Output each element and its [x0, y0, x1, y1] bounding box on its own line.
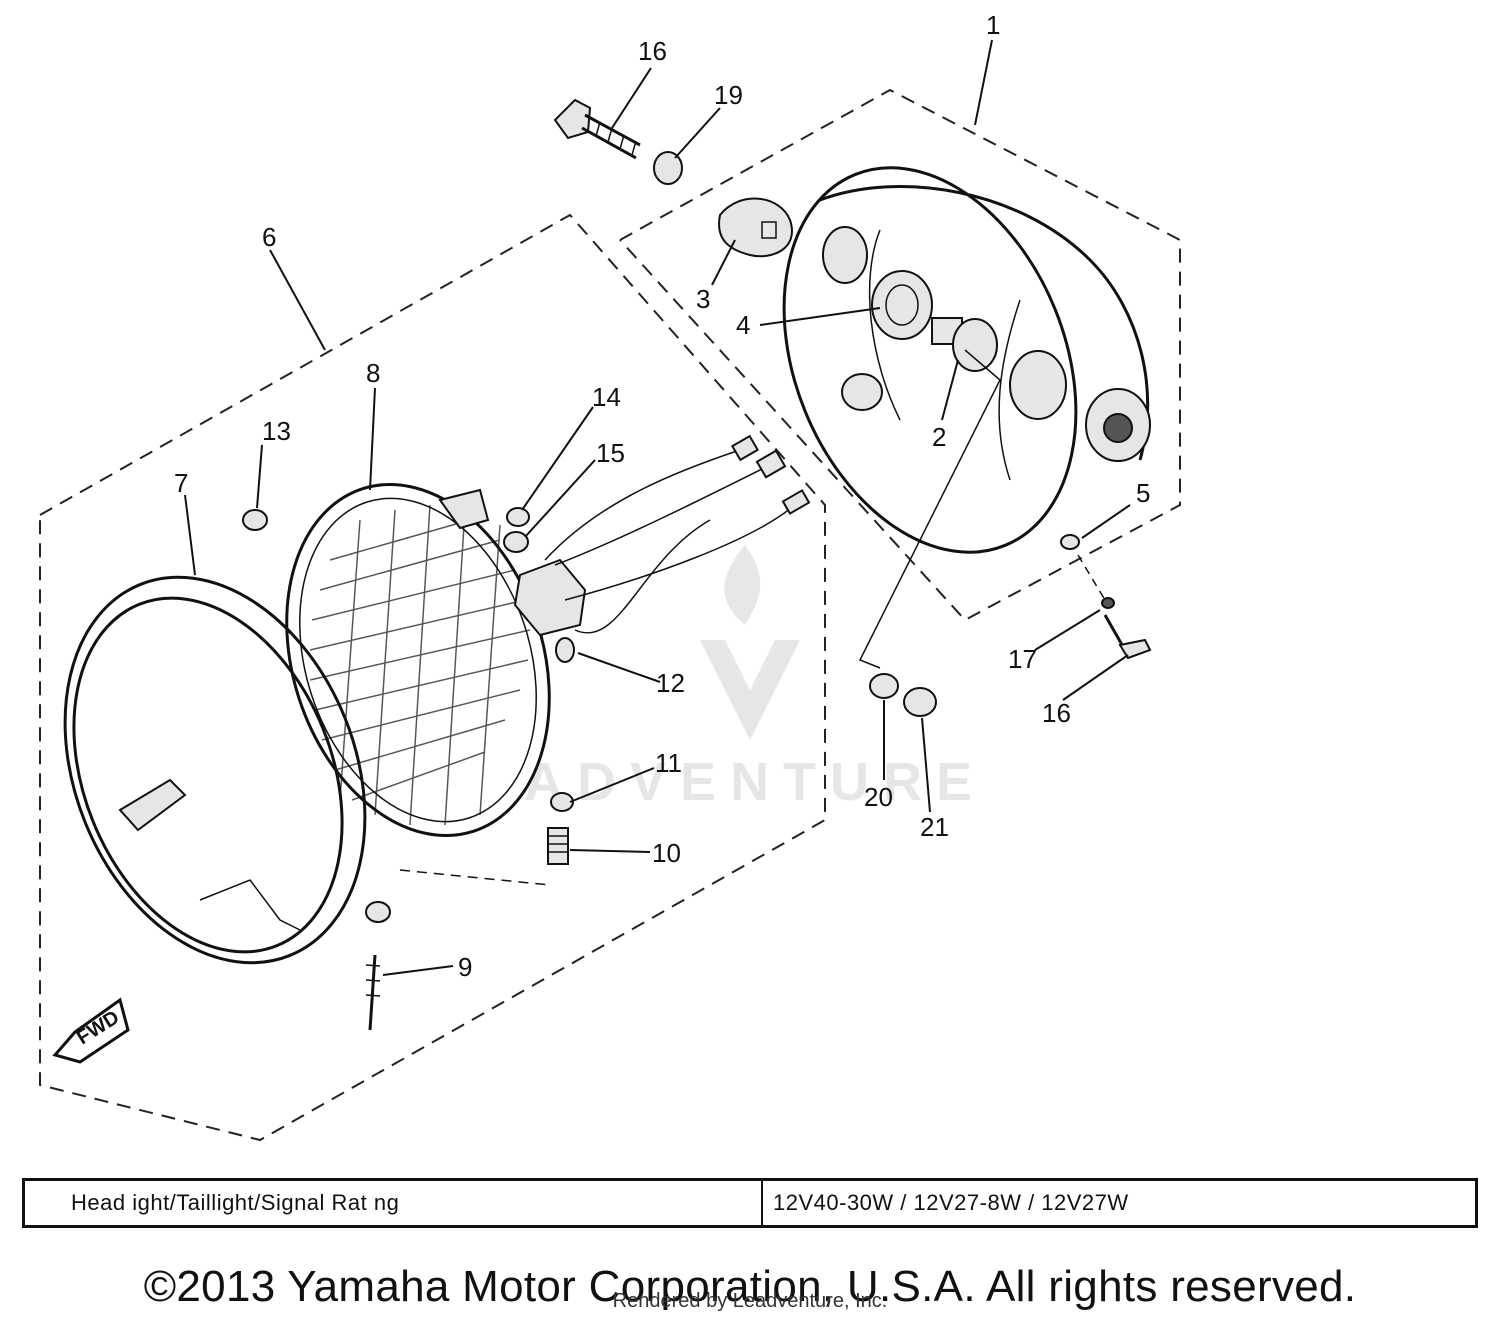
callout-17: 17	[1008, 644, 1037, 674]
part-9-screw	[365, 901, 391, 1031]
part-18-bolt	[553, 98, 641, 160]
callout-7: 7	[174, 468, 188, 498]
fwd-label: FWD	[73, 1006, 123, 1049]
callout-12: 12	[656, 668, 685, 698]
part-20-washer	[869, 673, 899, 699]
part-21-nut	[903, 687, 937, 717]
callout-1: 1	[986, 10, 1000, 40]
callout-16: 16	[1042, 698, 1071, 728]
part-2-socket	[931, 317, 998, 372]
callout-9: 9	[458, 952, 472, 982]
rendered-by-credit: Rendered by Leadventure, Inc.	[612, 1290, 888, 1312]
leadventure-watermark: ADVENTURE	[524, 545, 986, 812]
part-3-grommet	[718, 197, 793, 258]
part-16-bolt	[1101, 597, 1152, 660]
callout-16-top: 16	[638, 36, 667, 66]
part-11-nut	[550, 792, 574, 812]
headlight-rim	[63, 575, 367, 965]
watermark-text: ADVENTURE	[524, 752, 986, 812]
callout-21: 21	[920, 812, 949, 842]
sealed-beam-unit	[285, 483, 551, 837]
group-outline-headlight-unit	[39, 213, 826, 1142]
callout-2: 2	[932, 422, 946, 452]
leader-lines	[184, 39, 1131, 976]
callout-14: 14	[592, 382, 621, 412]
part-19-washer	[653, 151, 683, 185]
callout-8: 8	[366, 358, 380, 388]
callout-20: 20	[864, 782, 893, 812]
group-outline-housing	[619, 88, 1181, 622]
callout-3: 3	[696, 284, 710, 314]
callout-19: 19	[714, 80, 743, 110]
callout-11: 11	[655, 748, 682, 778]
callout-4: 4	[736, 310, 750, 340]
fwd-arrow: FWD	[52, 997, 130, 1064]
part-12-spring	[555, 637, 575, 663]
part-15-nut	[503, 531, 529, 553]
callout-numbers: 1 2 3 4 5 6 7 8 9 10 11 12 13 14 15 16 1…	[174, 10, 1150, 982]
callout-5: 5	[1136, 478, 1150, 508]
part-14-washer	[506, 507, 530, 527]
rating-value: 12V40-30W / 12V27-8W / 12V27W	[773, 1190, 1129, 1215]
part-10-spring	[547, 827, 569, 865]
callout-6: 6	[262, 222, 276, 252]
rating-label: Head ight/Taillight/Signal Rat ng	[25, 1181, 763, 1225]
headlight-exploded-diagram: ADVENTURE	[39, 10, 1181, 1142]
copyright-notice: ©2013 Yamaha Motor Corporation, U.S.A. A…	[143, 1262, 1357, 1311]
callout-13: 13	[262, 416, 291, 446]
callout-15: 15	[596, 438, 625, 468]
wiring-connector	[513, 434, 811, 637]
rating-table: Head ight/Taillight/Signal Rat ng 12V40-…	[22, 1178, 1478, 1228]
part-13-screw	[242, 509, 268, 531]
headlight-housing	[782, 166, 1151, 554]
callout-10: 10	[652, 838, 681, 868]
